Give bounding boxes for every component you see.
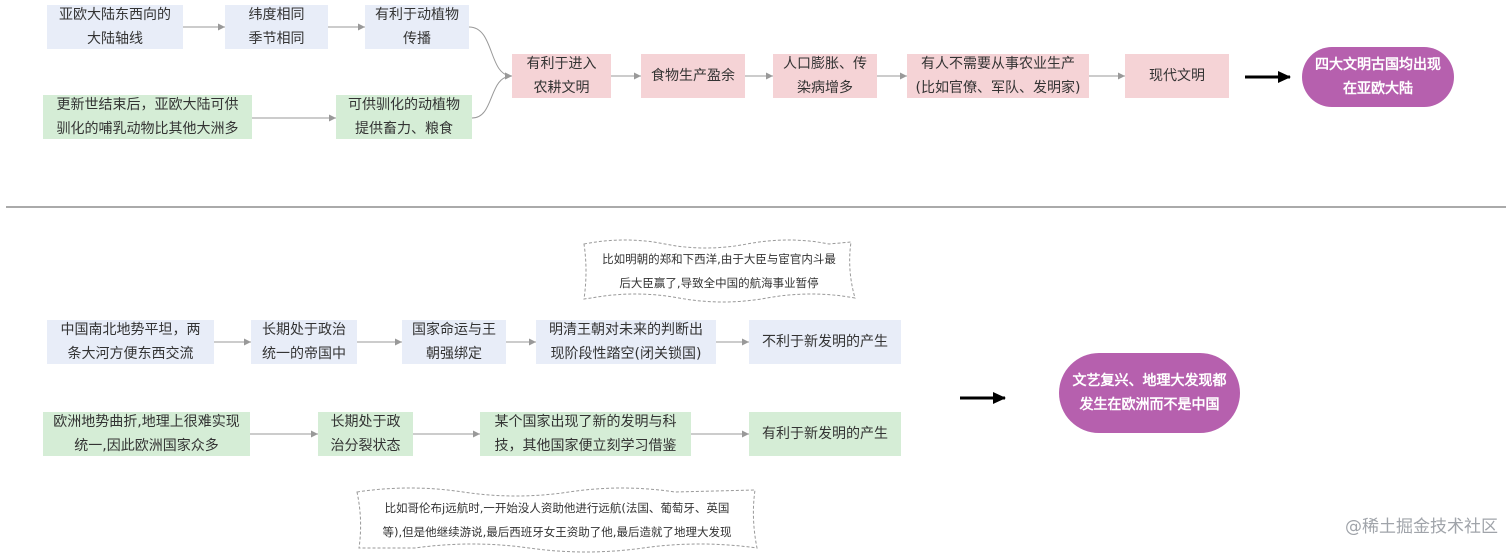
node-agricultural-civilization: 有利于进入 农耕文明: [512, 54, 611, 98]
node-fate-bound-to-dynasty: 国家命运与王 朝强绑定: [402, 320, 506, 364]
node-europe-rugged-terrain: 欧洲地势曲折,地理上很难实现 统一,因此欧洲国家众多: [43, 412, 250, 456]
node-good-for-invention: 有利于新发明的产生: [749, 412, 901, 456]
result-four-civilizations: 四大文明古国均出现 在亚欧大陆: [1302, 47, 1454, 107]
node-innovation-imitation: 某个国家出现了新的发明与科 技，其他国家便立刻学习借鉴: [480, 412, 691, 456]
note-bottom-shape: [356, 487, 758, 553]
note-top-shape: [583, 239, 856, 303]
node-political-unity: 长期处于政治 统一的帝国中: [251, 320, 357, 364]
note-zheng-he: 比如明朝的郑和下西洋,由于大臣与宦官内斗最 后大臣赢了,导致全中国的航海事业暂停: [602, 252, 836, 290]
node-bad-for-invention: 不利于新发明的产生: [749, 320, 901, 364]
node-food-surplus: 食物生产盈余: [641, 54, 745, 98]
node-ming-qing-misjudgment: 明清王朝对未来的判断出 现阶段性踏空(闭关锁国): [536, 320, 716, 364]
edge-s1-r1-merge: [468, 26, 513, 80]
node-eurasia-east-west-axis: 亚欧大陆东西向的 大陆轴线: [47, 5, 183, 49]
node-modern-civilization: 现代文明: [1125, 54, 1229, 98]
node-china-flat-terrain: 中国南北地势平坦，两 条大河方便东西交流: [47, 320, 214, 364]
watermark: @稀土掘金技术社区: [1345, 517, 1498, 537]
node-population-disease: 人口膨胀、传 染病增多: [773, 54, 877, 98]
node-non-farmers: 有人不需要从事农业生产 (比如官僚、军队、发明家): [907, 54, 1089, 98]
node-political-division: 长期处于政 治分裂状态: [318, 412, 413, 456]
node-livestock-grain: 可供驯化的动植物 提供畜力、粮食: [336, 95, 472, 139]
node-more-domesticable-mammals: 更新世结束后，亚欧大陆可供 驯化的哺乳动物比其他大洲多: [43, 95, 252, 139]
node-plant-animal-spread: 有利于动植物 传播: [365, 5, 469, 49]
edge-s1-r2-merge: [471, 72, 513, 119]
node-same-latitude: 纬度相同 季节相同: [225, 5, 328, 49]
note-columbus: 比如哥伦布j远航时,一开始没人资助他进行远航(法国、葡萄牙、英国 等),但是他继…: [382, 501, 732, 539]
result-renaissance-europe: 文艺复兴、地理大发现都 发生在欧洲而不是中国: [1059, 353, 1240, 433]
